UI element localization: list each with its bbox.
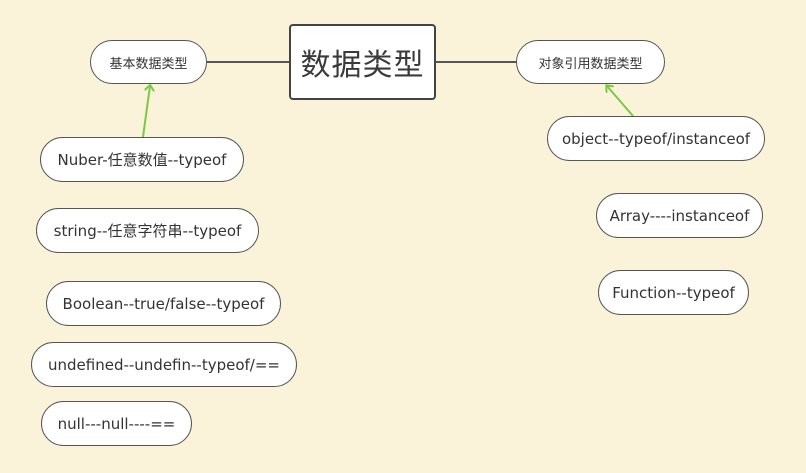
right-item-function[interactable]: Function--typeof	[598, 270, 749, 315]
left-item-number[interactable]: Nuber-任意数值--typeof	[40, 137, 244, 182]
right-branch-node[interactable]: 对象引用数据类型	[516, 40, 665, 84]
left-item-boolean[interactable]: Boolean--true/false--typeof	[46, 281, 281, 326]
left-branch-node[interactable]: 基本数据类型	[90, 40, 207, 84]
root-node[interactable]: 数据类型	[289, 24, 436, 100]
left-item-null[interactable]: null---null----==	[41, 401, 192, 446]
right-arrow	[607, 86, 634, 117]
left-item-string[interactable]: string--任意字符串--typeof	[36, 208, 259, 253]
left-item-undefined[interactable]: undefined--undefin--typeof/==	[31, 342, 297, 387]
right-item-array[interactable]: Array----instanceof	[596, 193, 763, 238]
right-item-object[interactable]: object--typeof/instanceof	[547, 116, 765, 161]
left-arrow	[142, 86, 150, 138]
